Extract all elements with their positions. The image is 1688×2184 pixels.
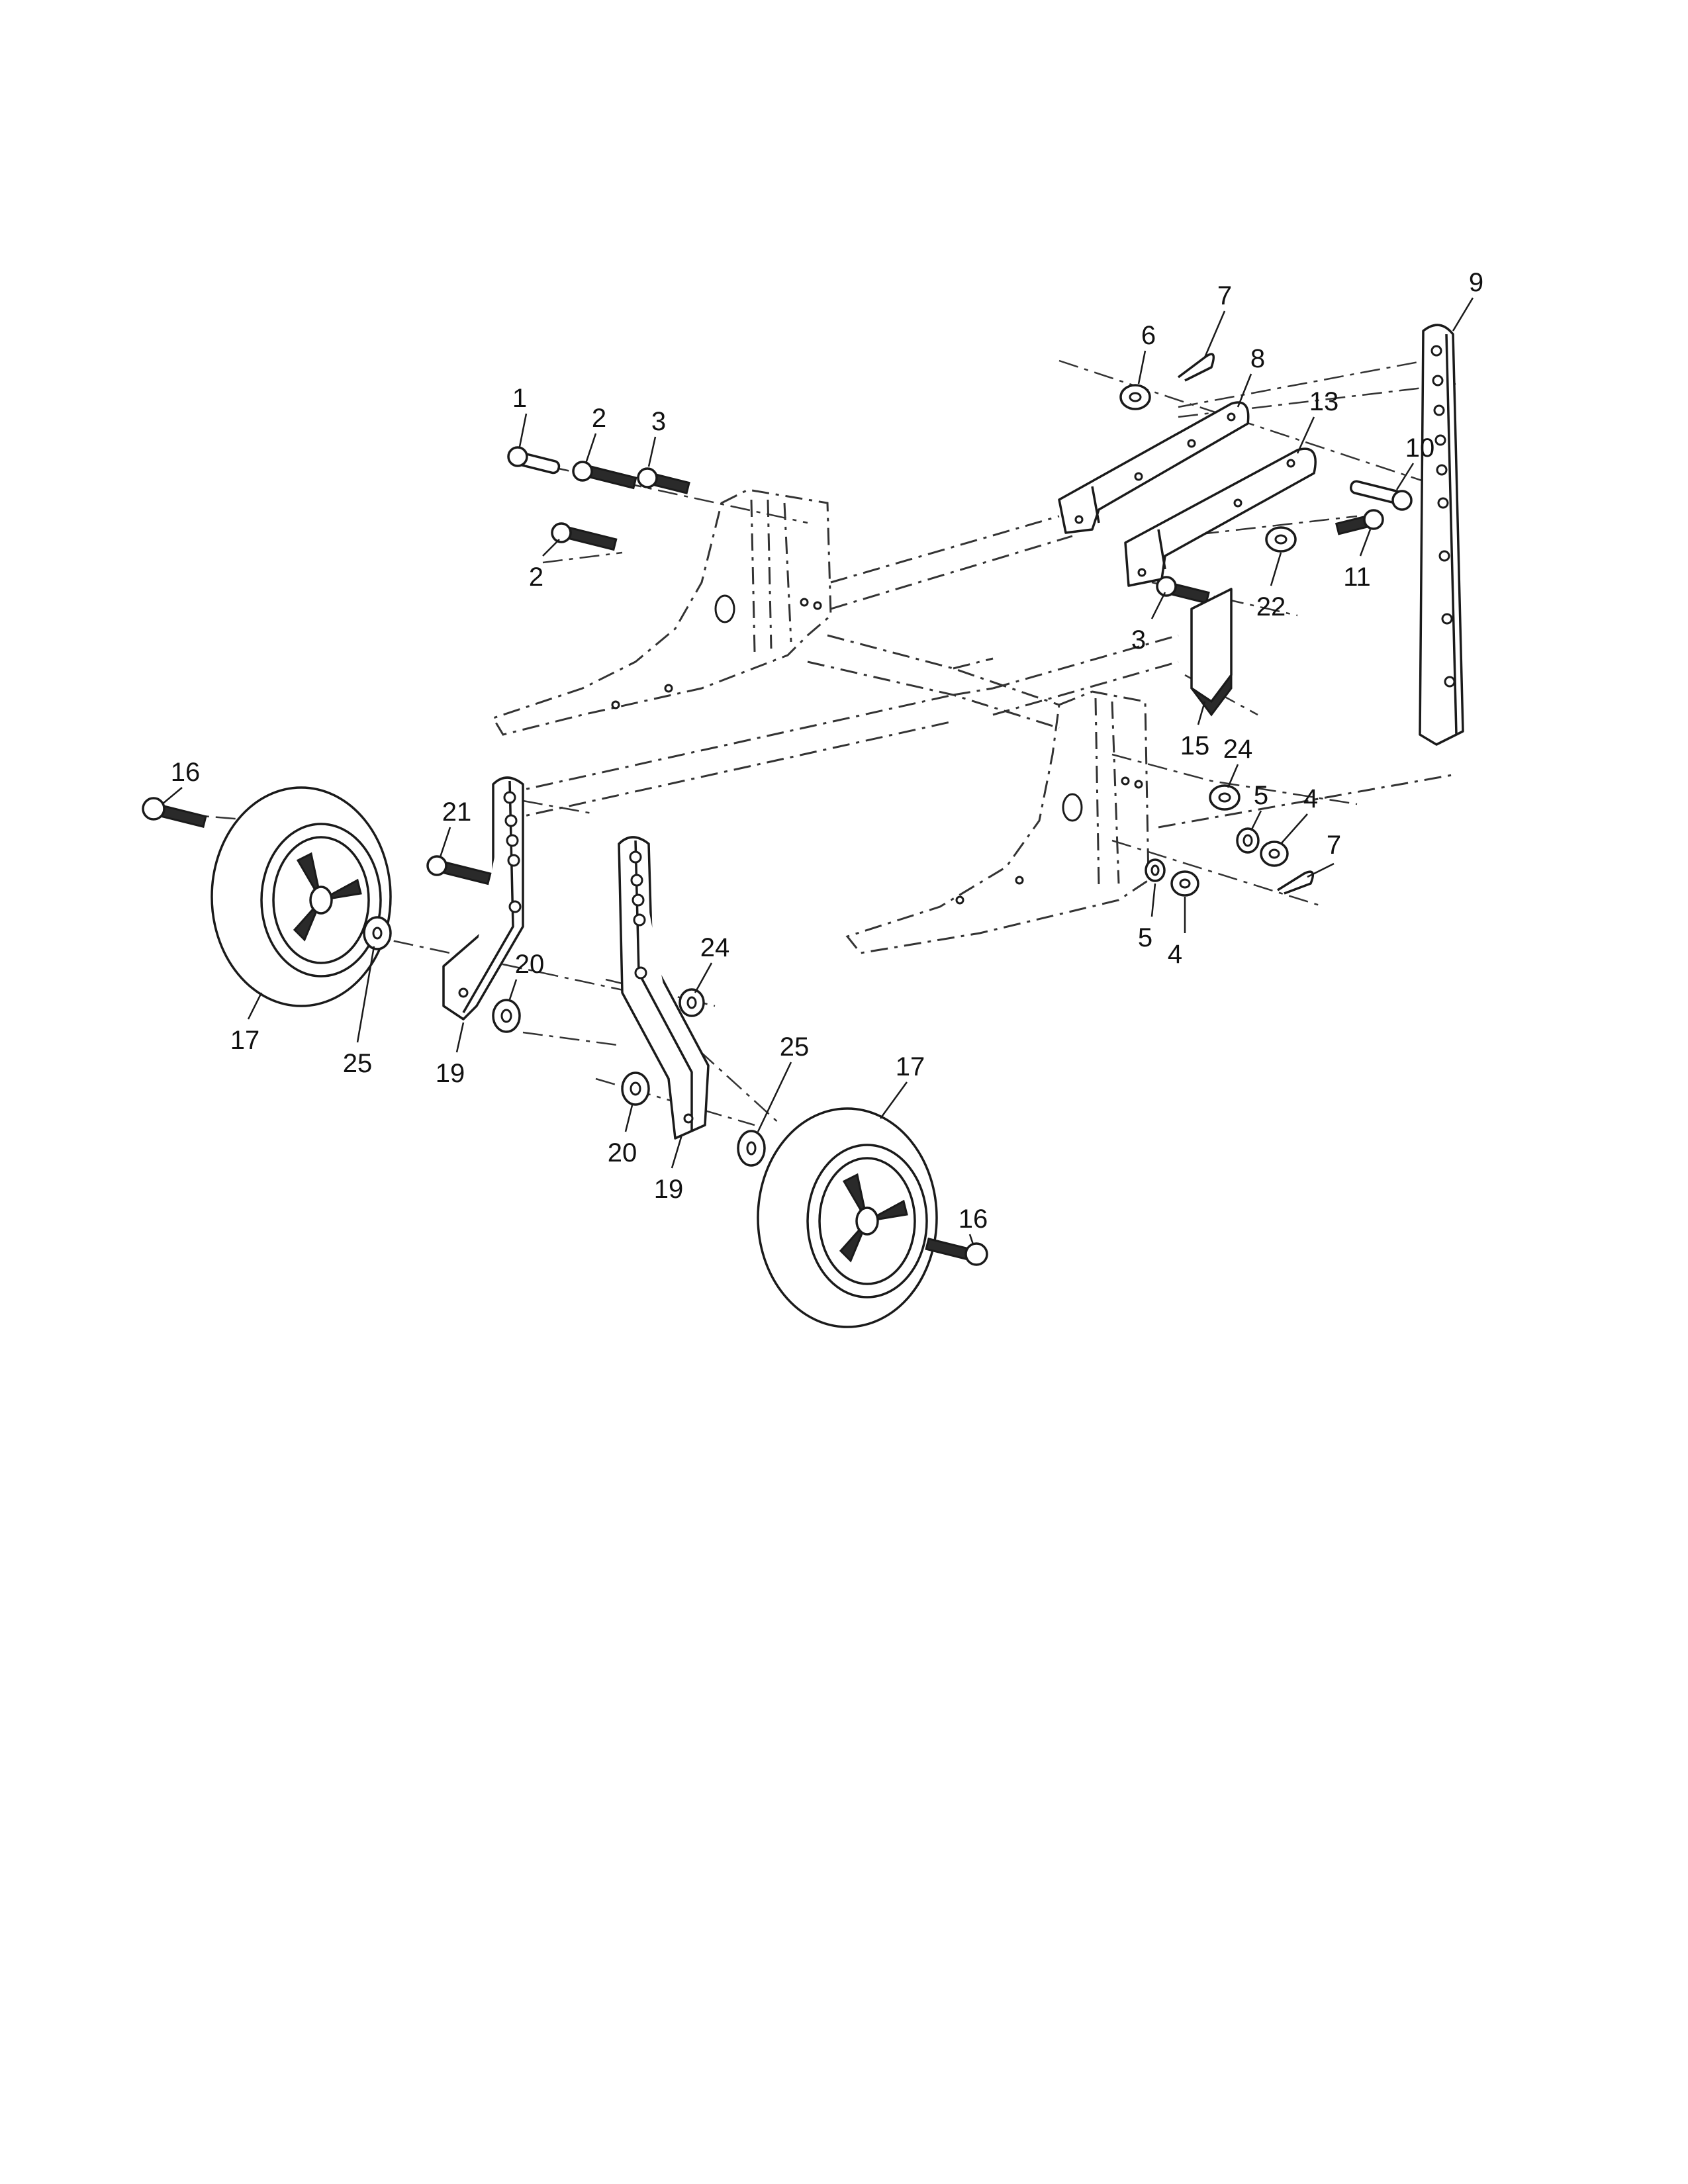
- callout-25-right: 25: [780, 1032, 810, 1062]
- nut-4-lower: [1170, 870, 1199, 897]
- callout-4-lower: 4: [1168, 940, 1182, 969]
- callout-1: 1: [512, 384, 527, 413]
- nut-24-right: [1209, 784, 1241, 811]
- washer-5-upper: [1236, 827, 1260, 854]
- nut-22: [1265, 526, 1297, 553]
- callout-5-upper: 5: [1254, 781, 1268, 810]
- bolt-21: [426, 855, 492, 886]
- callout-7-lower: 7: [1327, 831, 1341, 860]
- washer-25-right: [737, 1130, 766, 1167]
- callout-15: 15: [1180, 731, 1210, 760]
- callout-4-upper: 4: [1303, 784, 1318, 813]
- wheel-17-left: [211, 786, 392, 1007]
- hairpin-7-lower: [1277, 870, 1315, 895]
- callout-2-upper: 2: [592, 404, 606, 433]
- callout-11: 11: [1343, 563, 1371, 592]
- callout-7-upper: 7: [1217, 281, 1232, 310]
- tiller-frame-phantom: [491, 488, 1457, 954]
- wheel-17-right: [757, 1107, 938, 1328]
- pin-10: [1349, 480, 1413, 511]
- bolt-16-left: [142, 797, 207, 829]
- bolt-3-lower: [1156, 576, 1210, 604]
- callout-20-right: 20: [608, 1138, 637, 1167]
- wheel-bracket-19-right: [618, 836, 710, 1140]
- callout-19-left: 19: [436, 1059, 465, 1088]
- depth-bar-9: [1419, 324, 1464, 746]
- callout-2-lower: 2: [529, 563, 543, 592]
- callout-10: 10: [1405, 433, 1435, 463]
- nut-6: [1119, 384, 1151, 410]
- callout-13: 13: [1309, 387, 1339, 416]
- bolt-2-upper: [572, 461, 637, 490]
- depth-stake-15: [1190, 588, 1233, 717]
- callout-19-right: 19: [654, 1175, 684, 1204]
- callout-labels: 1 2 2 3 3 4 4 5 5 6 7 7 8 9 10 11 13 15 …: [171, 268, 1483, 1234]
- pin-1: [507, 446, 561, 475]
- bolt-11: [1335, 509, 1384, 535]
- callout-17-left: 17: [230, 1026, 260, 1055]
- nut-20-left: [492, 999, 521, 1033]
- callout-3-lower: 3: [1131, 625, 1146, 655]
- callout-5-lower: 5: [1138, 923, 1152, 952]
- callout-24-right: 24: [1223, 735, 1253, 764]
- bolt-3-upper: [637, 467, 690, 494]
- callout-6: 6: [1141, 321, 1156, 350]
- bolt-16-right: [925, 1237, 988, 1266]
- hitch-bracket-13: [1124, 447, 1317, 587]
- callout-24-left: 24: [700, 933, 730, 962]
- nut-24-left: [679, 988, 705, 1017]
- washer-25-left: [363, 916, 392, 950]
- callout-3-upper: 3: [651, 407, 666, 436]
- callout-16-right: 16: [959, 1205, 988, 1234]
- callout-21: 21: [442, 797, 472, 827]
- nut-4-upper: [1260, 841, 1289, 867]
- callout-17-right: 17: [896, 1052, 925, 1081]
- callout-22: 22: [1256, 592, 1286, 621]
- callout-leaders: [162, 297, 1474, 1245]
- bolt-2-lower: [551, 522, 618, 551]
- callout-8: 8: [1250, 344, 1265, 373]
- wheel-bracket-19-left: [442, 776, 524, 1021]
- callout-9: 9: [1469, 268, 1483, 297]
- washer-5-lower: [1145, 858, 1166, 882]
- callout-20-left: 20: [515, 950, 545, 979]
- callout-25-left: 25: [343, 1049, 373, 1078]
- callout-16-left: 16: [171, 758, 201, 787]
- hairpin-7-upper: [1177, 353, 1215, 382]
- hitch-bracket-8: [1058, 401, 1250, 534]
- nut-20-right: [621, 1071, 650, 1106]
